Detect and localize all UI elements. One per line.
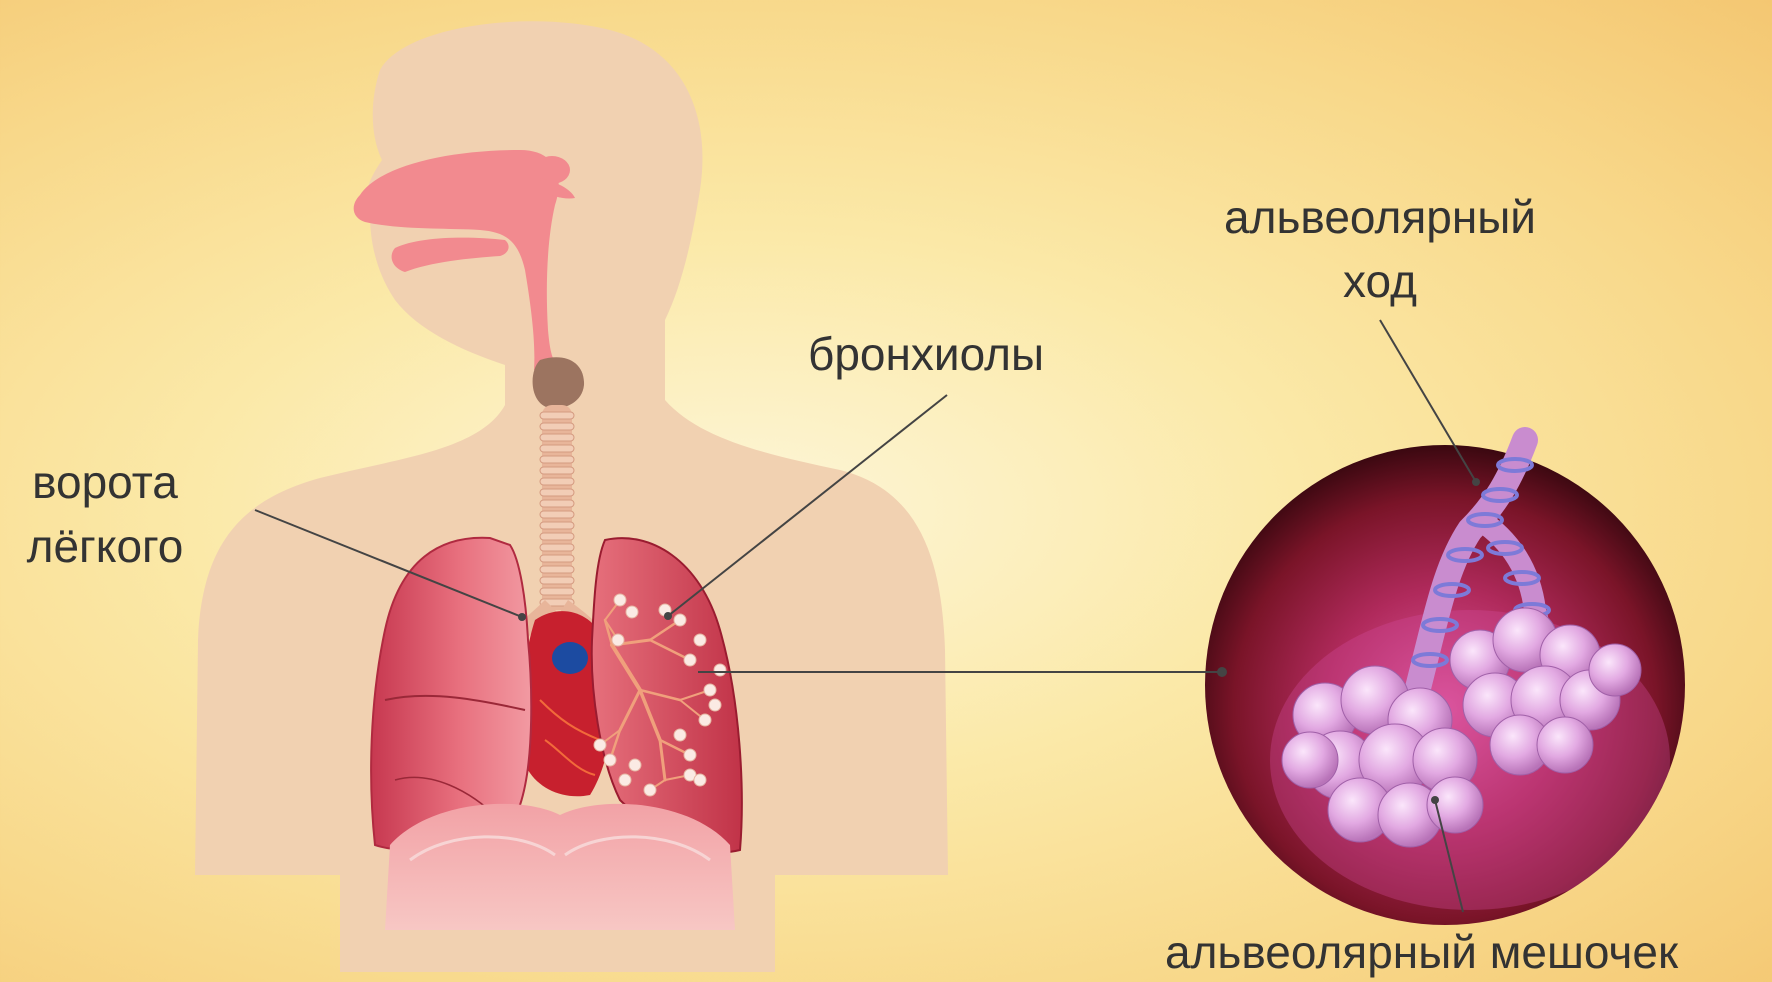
alveolus-sphere (1282, 732, 1338, 788)
diaphragm (385, 804, 735, 930)
alveolus-bud (709, 699, 721, 711)
label-bronchioles: бронхиолы (808, 322, 1044, 386)
leader-bronchioles-dot (664, 612, 672, 620)
trachea-ring (540, 577, 574, 584)
trachea-ring (540, 500, 574, 507)
alveolus-bud (626, 606, 638, 618)
trachea-ring (540, 423, 574, 430)
alveolus-bud (704, 684, 716, 696)
leader-zoom-dot (1217, 667, 1227, 677)
trachea-ring (540, 489, 574, 496)
alveolus-bud (694, 774, 706, 786)
alveolus-sphere (1537, 717, 1593, 773)
alveolus-bud (594, 739, 606, 751)
label-alveolar-sac: альвеолярный мешочек (1165, 920, 1678, 982)
leader-alveolar-duct-dot (1472, 478, 1480, 486)
alveolus-sphere (1589, 644, 1641, 696)
alveolus-bud (604, 754, 616, 766)
trachea-ring (540, 533, 574, 540)
trachea-ring (540, 544, 574, 551)
alveolus-bud (644, 784, 656, 796)
trachea-ring (540, 456, 574, 463)
trachea-ring (540, 434, 574, 441)
leader-hilum-dot (518, 613, 526, 621)
label-hilum-line2: лёгкого (10, 514, 200, 578)
alveolus-bud (699, 714, 711, 726)
trachea-ring (540, 412, 574, 419)
trachea-ring (540, 522, 574, 529)
trachea-ring (540, 566, 574, 573)
trachea-ring (540, 555, 574, 562)
trachea-ring (540, 445, 574, 452)
label-hilum: ворота лёгкого (10, 450, 200, 578)
alveolus-bud (684, 654, 696, 666)
label-alveolar-duct-line2: ход (1185, 249, 1575, 313)
alveolus-bud (694, 634, 706, 646)
label-alveolar-duct-line1: альвеолярный (1185, 185, 1575, 249)
alveoli-zoom-view (1205, 440, 1685, 925)
alveolus-bud (674, 729, 686, 741)
label-alveolar-duct: альвеолярный ход (1185, 185, 1575, 313)
label-hilum-line1: ворота (10, 450, 200, 514)
alveolus-bud (614, 594, 626, 606)
trachea-ring (540, 467, 574, 474)
trachea-ring (540, 511, 574, 518)
alveolus-bud (684, 749, 696, 761)
trachea-ring (540, 478, 574, 485)
trachea-ring (540, 588, 574, 595)
leader-alveolar-sac-dot (1431, 796, 1439, 804)
alveolus-bud (619, 774, 631, 786)
alveolus-bud (629, 759, 641, 771)
alveolus-bud (714, 664, 726, 676)
alveolus-bud (674, 614, 686, 626)
alveolus-bud (612, 634, 624, 646)
